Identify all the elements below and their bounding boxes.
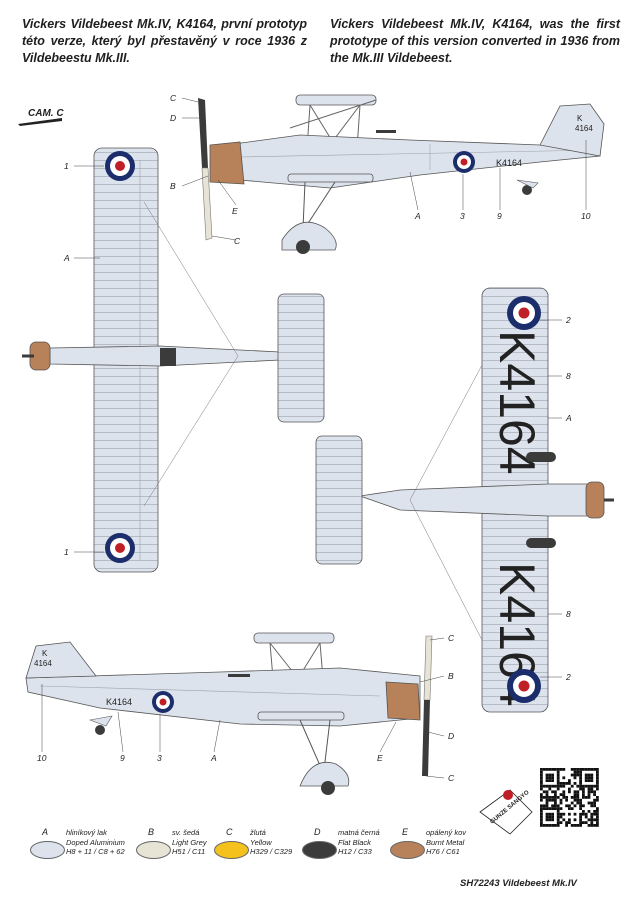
callout-labels-top-profile: C D B E C A 3 9 10 bbox=[170, 93, 591, 246]
svg-text:C: C bbox=[448, 633, 455, 643]
svg-text:C: C bbox=[170, 93, 177, 103]
underwing-serial-upper: K4164 bbox=[489, 330, 545, 475]
svg-text:10: 10 bbox=[581, 211, 591, 221]
camouflage-label-text: CAM. C bbox=[28, 108, 64, 119]
svg-text:D: D bbox=[170, 113, 176, 123]
svg-text:2: 2 bbox=[565, 315, 571, 325]
callouts-upper-plan bbox=[74, 165, 104, 553]
svg-text:1: 1 bbox=[64, 547, 69, 557]
callout-labels-bottom-profile: 10 9 3 A E C B D C bbox=[37, 633, 455, 783]
swatch-e bbox=[390, 841, 425, 859]
svg-text:2: 2 bbox=[565, 672, 571, 682]
swatch-c bbox=[214, 841, 249, 859]
caption-czech: Vickers Vildebeest Mk.IV, K4164, první p… bbox=[22, 17, 307, 65]
swatch-a bbox=[30, 841, 65, 859]
swatch-b bbox=[136, 841, 171, 859]
callouts-bottom-profile bbox=[41, 637, 445, 779]
fin-serial-letter-starboard: K bbox=[42, 649, 48, 658]
callout-labels-upper-plan: 1 A 1 bbox=[63, 161, 70, 557]
svg-text:C: C bbox=[234, 236, 241, 246]
svg-text:1: 1 bbox=[64, 161, 69, 171]
svg-text:3: 3 bbox=[157, 753, 162, 763]
callout-labels-lower-plan: 2 8 A 8 2 bbox=[565, 315, 572, 682]
fin-serial-number: 4164 bbox=[575, 124, 593, 133]
svg-text:B: B bbox=[448, 671, 454, 681]
svg-text:A: A bbox=[210, 753, 217, 763]
svg-text:A: A bbox=[414, 211, 421, 221]
side-profile-starboard: K 4164 K4164 bbox=[25, 632, 433, 795]
caption-english: Vickers Vildebeest Mk.IV, K4164, was the… bbox=[330, 17, 620, 65]
svg-text:A: A bbox=[63, 253, 70, 263]
camouflage-label: CAM. C bbox=[18, 108, 64, 126]
fin-serial-letter: K bbox=[577, 114, 583, 123]
svg-text:3: 3 bbox=[460, 211, 465, 221]
svg-text:E: E bbox=[232, 206, 238, 216]
qr-code bbox=[538, 766, 601, 829]
gunze-sangyo-logo: GUNZE SANGYO bbox=[479, 789, 533, 835]
svg-text:8: 8 bbox=[566, 609, 571, 619]
svg-text:C: C bbox=[448, 773, 455, 783]
product-code: SH72243 Vildebeest Mk.IV bbox=[460, 878, 577, 889]
plan-view-upper bbox=[22, 147, 325, 573]
callouts-lower-plan bbox=[540, 319, 562, 678]
svg-text:A: A bbox=[565, 413, 572, 423]
svg-text:E: E bbox=[377, 753, 383, 763]
svg-text:9: 9 bbox=[497, 211, 502, 221]
svg-text:D: D bbox=[448, 731, 454, 741]
fuselage-serial-bottom: K4164 bbox=[106, 697, 132, 707]
svg-text:8: 8 bbox=[566, 371, 571, 381]
svg-text:9: 9 bbox=[120, 753, 125, 763]
side-profile-port: K 4164 K4164 bbox=[198, 94, 605, 254]
plan-view-lower: K4164 K4164 bbox=[315, 287, 614, 713]
fuselage-serial-top: K4164 bbox=[496, 158, 522, 168]
svg-text:10: 10 bbox=[37, 753, 47, 763]
fin-serial-number-starboard: 4164 bbox=[34, 659, 52, 668]
callouts-top-profile bbox=[181, 97, 587, 241]
swatch-d bbox=[302, 841, 337, 859]
svg-text:B: B bbox=[170, 181, 176, 191]
